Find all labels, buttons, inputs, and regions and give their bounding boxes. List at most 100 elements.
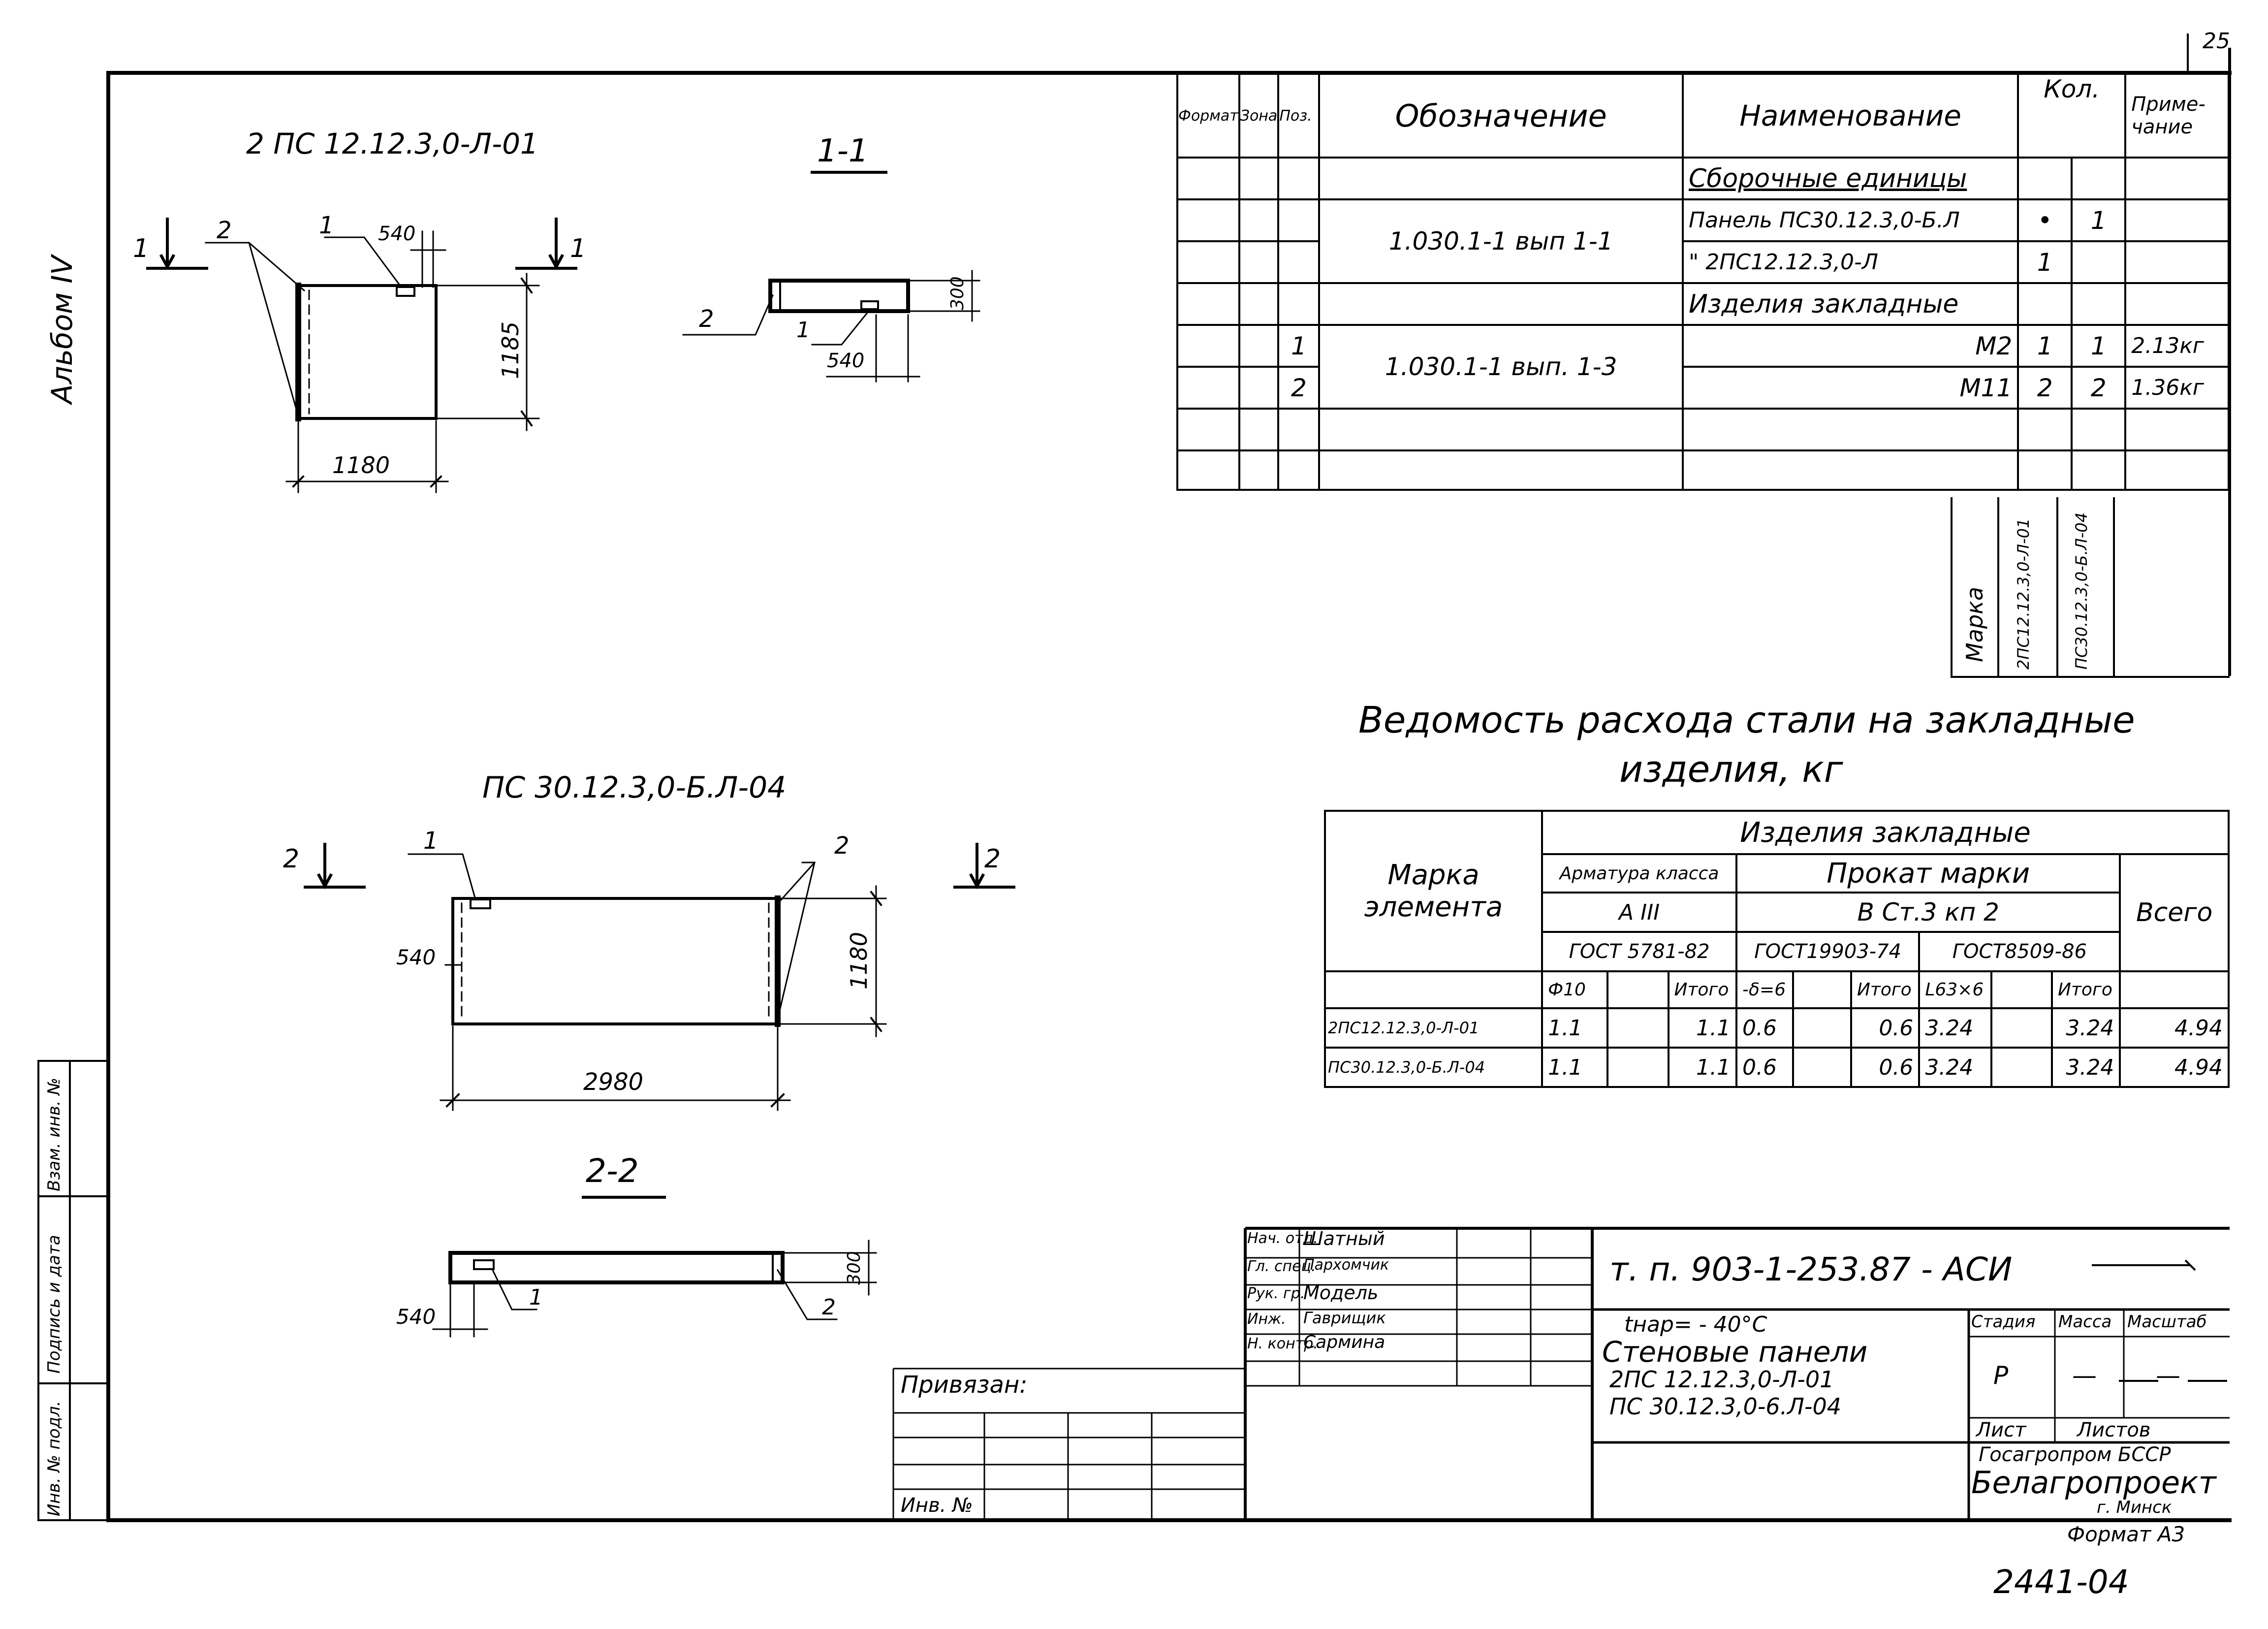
steel-cell (1792, 1007, 1852, 1049)
spec-row-name: " 2ПС12.12.3,0-Л (1681, 240, 2019, 284)
spec-row-note: 2.13кг (2124, 324, 2230, 368)
format-label: Формат А3 (2067, 1522, 2185, 1546)
spec-row-q2: 1 (2071, 324, 2127, 368)
staff-name: Шатный (1303, 1228, 1385, 1249)
view2-pos2: 2 (834, 832, 850, 860)
panel1-title: 2 ПС 12.12.3,0-Л-01 (246, 127, 538, 160)
view2-pos1: 1 (423, 827, 439, 855)
spec-h-qty: Кол. (2017, 73, 2127, 159)
spec-row-q1: 2 (2017, 366, 2073, 410)
steel-sub: -δ=6 (1735, 970, 1794, 1009)
section2-label: 2-2 (586, 1152, 639, 1190)
panel2-title: ПС 30.12.3,0-Б.Л-04 (482, 770, 787, 805)
spec-row-note: 1.36кг (2124, 366, 2230, 410)
spec-row-pos: 1 (1277, 324, 1321, 368)
steel-cell (1606, 1007, 1670, 1049)
steel-cell: 3.24 (2051, 1047, 2121, 1088)
scale-value: — (2156, 1361, 2180, 1390)
steel-h-element: Марка элемента (1323, 810, 1544, 972)
steel-cell: 3.24 (2051, 1007, 2121, 1049)
view2-dim-2980: 2980 (583, 1068, 644, 1096)
stage-header: Стадия (1971, 1312, 2036, 1332)
steel-cell: 0.6 (1735, 1047, 1794, 1088)
spec-row-name: Сборочные единицы (1681, 157, 2019, 200)
view1-pos1: 1 (319, 212, 334, 239)
doc-name-line2: 2ПС 12.12.3,0-Л-01 (1609, 1366, 1834, 1393)
steel-sub: Ф10 (1541, 970, 1609, 1009)
spec-row-name: Панель ПС30.12.3,0-Б.Л (1681, 198, 2019, 242)
sec2-pos2: 2 (822, 1295, 836, 1320)
steel-table: Марка элемента Изделия закладные Арматур… (1323, 810, 2230, 1088)
steel-sub: L63×6 (1918, 970, 1992, 1009)
steel-sub: Итого (1667, 970, 1738, 1009)
spec-row-designation: 1.030.1-1 вып. 1-3 (1318, 324, 1684, 410)
outdoor-temp: tнар= - 40°C (1624, 1312, 1767, 1337)
sec2-pos1: 1 (529, 1285, 543, 1310)
inv-label: Инв. № (901, 1494, 973, 1517)
steel-h-gost2: ГОСТ19903-74 (1735, 931, 1921, 972)
spec-row-q2: 1 (2071, 198, 2127, 242)
cut1-left-label: 1 (133, 234, 150, 263)
steel-sub (1606, 970, 1670, 1009)
steel-row-mark: ПС30.12.3,0-Б.Л-04 (1323, 1047, 1544, 1088)
steel-row-total: 4.94 (2119, 1007, 2230, 1049)
staff-name: Гаврищик (1303, 1309, 1386, 1327)
spec-row-q1: 1 (2017, 240, 2073, 284)
steel-h-gost1: ГОСТ 5781-82 (1541, 931, 1738, 972)
scale-header: Масштаб (2127, 1312, 2207, 1332)
sheets-header: Листов (2077, 1419, 2151, 1441)
steel-sub (1990, 970, 2053, 1009)
steel-h-armatura-class: А III (1541, 892, 1738, 933)
spec-h-designation: Обозначение (1318, 73, 1684, 159)
section1-label: 1-1 (817, 133, 869, 169)
sheet-header: Лист (1976, 1419, 2026, 1441)
steel-h-armatura: Арматура класса (1541, 853, 1738, 894)
staff-name: Пархомчик (1303, 1256, 1389, 1274)
spec-row-name: Изделия закладные (1681, 282, 2019, 326)
steel-h-items: Изделия закладные (1541, 810, 2230, 855)
specification-table: Формат Зона Поз. Обозначение Наименовани… (1176, 73, 2230, 491)
view2-dim-540: 540 (396, 945, 436, 969)
steel-cell: 3.24 (1918, 1007, 1992, 1049)
spec-h-name: Наименование (1681, 73, 2019, 159)
steel-cell: 1.1 (1541, 1047, 1609, 1088)
staff-name: Сармина (1303, 1332, 1386, 1352)
steel-cell: 3.24 (1918, 1047, 1992, 1088)
spec-h-format: Формат (1176, 73, 1240, 159)
sec1-dim-540: 540 (827, 350, 865, 372)
spec-h-zone: Зона (1238, 73, 1280, 159)
staff-role: Рук. гр. (1247, 1285, 1305, 1302)
staff-role: Гл. спец. (1247, 1258, 1316, 1275)
privyazan-label: Привязан: (901, 1371, 1028, 1399)
view1-dim-1180: 1180 (332, 452, 390, 479)
spec-h-note: Приме-чание (2124, 73, 2230, 159)
doc-code: т. п. 903-1-253.87 - АСИ (1609, 1250, 2013, 1288)
steel-h-prokat: Прокат марки (1735, 853, 2121, 894)
steel-cell: 0.6 (1850, 1007, 1921, 1049)
steel-row-total: 4.94 (2119, 1047, 2230, 1088)
spec-row-q2: 2 (2071, 366, 2127, 410)
staff-role: Инж. (1247, 1310, 1286, 1328)
spec-h-pos: Поз. (1277, 73, 1321, 159)
spec-row-q1: 1 (2017, 324, 2073, 368)
mass-value: — (2072, 1361, 2097, 1390)
cut2-left-label: 2 (283, 844, 300, 874)
cut1-right-label: 1 (570, 234, 587, 263)
steel-sub: Итого (2051, 970, 2121, 1009)
steel-title-line1: Ведомость расхода стали на закладные (1358, 699, 2135, 741)
steel-cell: 1.1 (1667, 1007, 1738, 1049)
steel-cell: 0.6 (1735, 1007, 1794, 1049)
steel-cell: 0.6 (1850, 1047, 1921, 1088)
steel-sub (1792, 970, 1852, 1009)
steel-cell: 1.1 (1667, 1047, 1738, 1088)
spec-row-designation: 1.030.1-1 вып 1-1 (1318, 198, 1684, 284)
view1-pos2: 2 (217, 217, 232, 244)
doc-name-line1: Стеновые панели (1602, 1335, 1868, 1369)
spec-row-pos: 2 (1277, 366, 1321, 410)
doc-name-line3: ПС 30.12.3,0-6.Л-04 (1609, 1393, 1842, 1420)
sec1-pos2: 2 (699, 305, 714, 333)
steel-cell (1990, 1007, 2053, 1049)
